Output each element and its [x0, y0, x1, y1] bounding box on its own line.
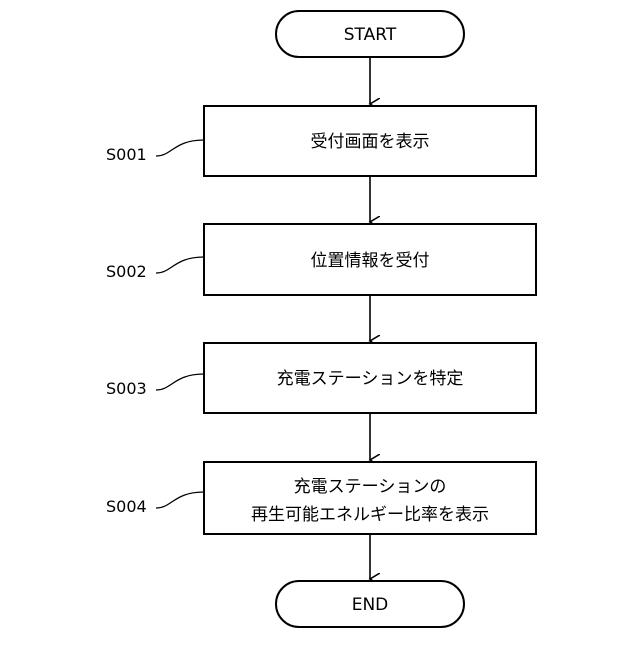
step-s003-id: S003 [106, 379, 147, 398]
step-s003-text: 充電ステーションを特定 [277, 369, 464, 389]
step-s001-leader-line [156, 140, 204, 156]
end-label: END [352, 595, 389, 615]
step-s001: 受付画面を表示 S001 [106, 106, 536, 176]
start-terminal: START [276, 11, 464, 57]
step-s003-leader-line [156, 374, 204, 390]
step-s002-id: S002 [106, 262, 147, 281]
step-s004-id: S004 [106, 497, 147, 516]
step-s001-id: S001 [106, 145, 147, 164]
step-s002-text: 位置情報を受付 [311, 251, 430, 271]
step-s002: 位置情報を受付 S002 [106, 224, 536, 295]
step-s001-text: 受付画面を表示 [311, 132, 430, 152]
start-label: START [344, 25, 397, 45]
step-s004-leader-line [156, 492, 204, 508]
step-s004: 充電ステーションの 再生可能エネルギー比率を表示 S004 [106, 462, 536, 534]
step-s002-leader-line [156, 257, 204, 273]
step-s004-text-line-1: 充電ステーションの [294, 477, 447, 497]
step-s004-text-line-2: 再生可能エネルギー比率を表示 [251, 505, 489, 525]
end-terminal: END [276, 581, 464, 627]
step-s003: 充電ステーションを特定 S003 [106, 343, 536, 413]
